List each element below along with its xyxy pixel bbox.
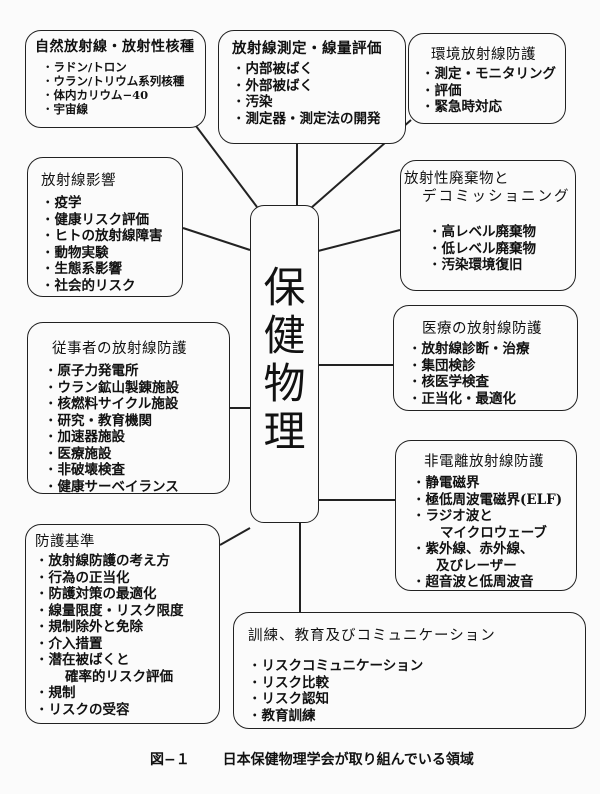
center-label-char: 保 xyxy=(263,263,306,312)
list-item: 内部被ばく xyxy=(232,61,405,78)
caption-text: 日本保健物理学会が取り組んでいる領域 xyxy=(222,752,474,768)
list-item: 低レベル廃棄物 xyxy=(428,241,575,258)
box-title: 環境放射線防護 xyxy=(431,47,536,63)
box-protection-standards: 防護基準 放射線防護の考え方 行為の正当化 防護対策の最適化 線量限度・リスク限… xyxy=(25,524,220,724)
figure-caption: 図−１ 日本保健物理学会が取り組んでいる領域 xyxy=(150,749,474,769)
item-list: リスクコミュニケーション リスク比較 リスク認知 教育訓練 xyxy=(248,658,585,724)
box-title: 防護基準 xyxy=(35,534,95,550)
item-list: 放射線防護の考え方 行為の正当化 防護対策の最適化 線量限度・リスク限度 規制除… xyxy=(35,553,219,718)
list-item: 汚染 xyxy=(232,94,405,111)
list-item: 生態系影響 xyxy=(41,261,182,278)
box-title: 放射線影響 xyxy=(41,173,116,189)
box-worker-protection: 従事者の放射線防護 原子力発電所 ウラン鉱山製錬施設 核燃料サイクル施設 研究・… xyxy=(27,322,230,495)
list-item: 教育訓練 xyxy=(248,708,585,725)
box-non-ionizing-protection: 非電離放射線防護 静電磁界 極低周波電磁界(ELF) ラジオ波と マイクロウェー… xyxy=(395,440,577,591)
center-label-char: 物 xyxy=(263,359,306,408)
list-item: 放射線防護の考え方 xyxy=(35,553,219,570)
list-item: 超音波と低周波音 xyxy=(412,574,576,591)
list-item: 社会的リスク xyxy=(41,278,182,295)
list-item-continuation: マイクロウェーブ xyxy=(440,524,547,541)
box-title: 医療の放射線防護 xyxy=(422,321,542,337)
box-radioactive-waste: 放射性廃棄物と デコミッショニング 高レベル廃棄物 低レベル廃棄物 汚染環境復旧 xyxy=(400,160,576,291)
list-item: リスクコミュニケーション xyxy=(248,658,585,675)
item-list: 静電磁界 極低周波電磁界(ELF) ラジオ波と マイクロウェーブ 紫外線、赤外線… xyxy=(412,475,576,591)
list-item: 核燃料サイクル施設 xyxy=(44,396,229,413)
item-list: 測定・モニタリング 評価 緊急時対応 xyxy=(421,66,565,116)
list-item: 体内カリウム−40 xyxy=(42,88,205,102)
box-natural-radiation: 自然放射線・放射性核種 ラドン/トロン ウラン/トリウム系列核種 体内カリウム−… xyxy=(25,30,206,128)
list-item: 疫学 xyxy=(41,195,182,212)
list-item: 線量限度・リスク限度 xyxy=(35,603,219,620)
list-item: 外部被ばく xyxy=(232,78,405,95)
box-title-line1: 放射性廃棄物と xyxy=(404,171,509,187)
list-item: 静電磁界 xyxy=(412,475,576,492)
list-item: 紫外線、赤外線、 xyxy=(412,541,576,558)
box-radiation-effects: 放射線影響 疫学 健康リスク評価 ヒトの放射線障害 動物実験 生態系影響 社会的… xyxy=(27,157,183,297)
box-title: 放射線測定・線量評価 xyxy=(232,40,382,57)
item-list: 疫学 健康リスク評価 ヒトの放射線障害 動物実験 生態系影響 社会的リスク xyxy=(41,195,182,294)
list-item: 集団検診 xyxy=(408,358,577,375)
center-node-health-physics: 保健物理 xyxy=(250,205,319,523)
center-label-char: 理 xyxy=(263,407,306,456)
list-item: ヒトの放射線障害 xyxy=(41,228,182,245)
list-item: ウラン/トリウム系列核種 xyxy=(42,74,205,88)
list-item-continuation: 確率的リスク評価 xyxy=(65,668,173,685)
list-item: リスクの受容 xyxy=(35,702,219,719)
list-item: 非破壊検査 xyxy=(44,462,229,479)
list-item: 健康リスク評価 xyxy=(41,212,182,229)
list-item: 行為の正当化 xyxy=(35,570,219,587)
box-measurement: 放射線測定・線量評価 内部被ばく 外部被ばく 汚染 測定器・測定法の開発 xyxy=(218,30,406,144)
list-item: 汚染環境復旧 xyxy=(428,257,575,274)
list-item: 核医学検査 xyxy=(408,374,577,391)
item-list: 放射線診断・治療 集団検診 核医学検査 正当化・最適化 xyxy=(408,341,577,407)
list-item: 極低周波電磁界(ELF) xyxy=(412,492,576,509)
list-item: 防護対策の最適化 xyxy=(35,586,219,603)
box-medical-protection: 医療の放射線防護 放射線診断・治療 集団検診 核医学検査 正当化・最適化 xyxy=(393,305,578,411)
box-environment: 環境放射線防護 測定・モニタリング 評価 緊急時対応 xyxy=(408,33,566,124)
list-item: 測定・モニタリング xyxy=(421,66,565,83)
box-title: 訓練、教育及びコミュニケーション xyxy=(248,628,496,644)
list-item: ウラン鉱山製錬施設 xyxy=(44,380,229,397)
list-item-continuation: 及びレーザー xyxy=(436,557,517,574)
list-item: 原子力発電所 xyxy=(44,363,229,380)
item-list: ラドン/トロン ウラン/トリウム系列核種 体内カリウム−40 宇宙線 xyxy=(35,60,205,116)
list-item: 加速器施設 xyxy=(44,429,229,446)
list-item: 宇宙線 xyxy=(42,102,205,116)
link-natural xyxy=(195,125,258,208)
list-item: 介入措置 xyxy=(35,636,219,653)
item-list: 原子力発電所 ウラン鉱山製錬施設 核燃料サイクル施設 研究・教育機関 加速器施設… xyxy=(44,363,229,495)
item-list: 内部被ばく 外部被ばく 汚染 測定器・測定法の開発 xyxy=(232,61,405,127)
center-label-char: 健 xyxy=(263,311,306,360)
link-standards xyxy=(219,527,251,546)
list-item: 医療施設 xyxy=(44,446,229,463)
list-item: 研究・教育機関 xyxy=(44,413,229,430)
box-title: 従事者の放射線防護 xyxy=(52,341,187,357)
list-item: 測定器・測定法の開発 xyxy=(232,111,405,128)
box-training-communication: 訓練、教育及びコミュニケーション リスクコミュニケーション リスク比較 リスク認… xyxy=(233,612,586,729)
list-item: 潜在被ばくと xyxy=(35,652,219,669)
list-item: 規制除外と免除 xyxy=(35,619,219,636)
box-title-line2: デコミッショニング xyxy=(422,189,571,205)
box-title: 自然放射線・放射性核種 xyxy=(35,39,195,55)
box-title: 非電離放射線防護 xyxy=(424,454,544,470)
list-item: リスク比較 xyxy=(248,675,585,692)
list-item: 緊急時対応 xyxy=(421,99,565,116)
list-item: 放射線診断・治療 xyxy=(408,341,577,358)
item-list: 高レベル廃棄物 低レベル廃棄物 汚染環境復旧 xyxy=(404,224,575,274)
figure-number: 図−１ xyxy=(150,752,190,768)
list-item: 評価 xyxy=(421,83,565,100)
list-item: 動物実験 xyxy=(41,245,182,262)
list-item: 正当化・最適化 xyxy=(408,391,577,408)
list-item: ラジオ波と xyxy=(412,508,576,525)
list-item: 規制 xyxy=(35,685,219,702)
list-item: 健康サーベイランス xyxy=(44,479,229,496)
list-item: 高レベル廃棄物 xyxy=(428,224,575,241)
list-item: ラドン/トロン xyxy=(42,60,205,74)
link-effects xyxy=(182,227,251,251)
center-label: 保健物理 xyxy=(251,264,318,456)
link-waste xyxy=(317,229,401,252)
list-item: リスク認知 xyxy=(248,691,585,708)
